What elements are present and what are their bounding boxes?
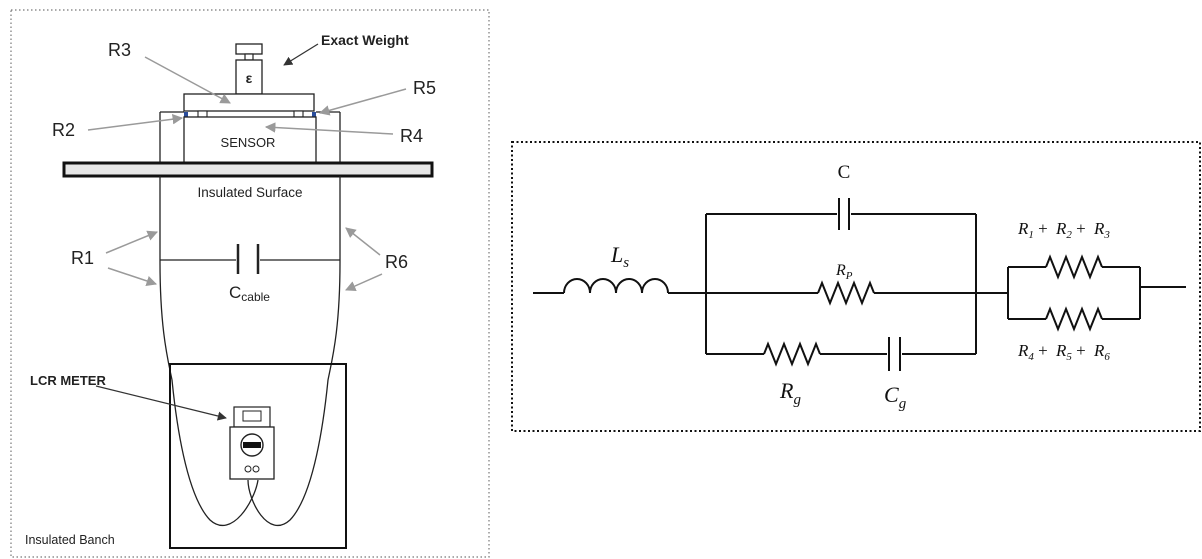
exact-weight-arrow xyxy=(283,43,319,66)
r6-arrow-lower xyxy=(345,273,383,291)
setup-panel-border xyxy=(10,9,490,558)
contact-r2 xyxy=(184,112,188,117)
sensor-label: SENSOR xyxy=(221,135,276,150)
r2-label: R2 xyxy=(52,120,75,140)
c-cable-label: Ccable xyxy=(229,283,270,304)
outer-frame xyxy=(159,111,341,163)
circuit-panel-border xyxy=(511,141,1201,432)
r123-label: R1 + R2 + R3 xyxy=(1017,219,1110,241)
resistor-rp xyxy=(706,280,976,306)
rp-label: RP xyxy=(835,262,853,282)
resistor-r123 xyxy=(1008,254,1140,280)
spacer-left xyxy=(197,110,208,118)
insulated-surface-label: Insulated Surface xyxy=(197,185,302,200)
rg-label: Rg xyxy=(779,378,801,408)
insulated-surface xyxy=(62,161,434,178)
inductor-ls xyxy=(563,278,669,294)
lcr-meter-device xyxy=(229,406,275,480)
r1-label: R1 xyxy=(71,248,94,268)
cable-capacitor xyxy=(160,244,340,274)
r4-label: R4 xyxy=(400,126,423,146)
contact-r5 xyxy=(312,112,316,117)
r3-arrow xyxy=(144,56,231,104)
sensor-block xyxy=(183,116,317,164)
r4-arrow xyxy=(264,122,394,135)
lcr-meter-label: LCR METER xyxy=(30,373,106,388)
insulated-bench-label: Insulated Banch xyxy=(25,533,115,547)
capacitor-c xyxy=(706,198,976,230)
setup-panel: ε Exact Weight SENSOR Insulated Surface … xyxy=(10,9,490,558)
weight-symbol: ε xyxy=(246,70,253,86)
r5-arrow xyxy=(318,88,407,116)
resistor-r456 xyxy=(1008,306,1140,332)
equivalent-circuit-panel: Ls C RP Rg Cg xyxy=(511,141,1201,432)
r3-label: R3 xyxy=(108,40,131,60)
cg-label: Cg xyxy=(884,382,907,412)
ls-label: Ls xyxy=(610,242,629,271)
lcr-meter-arrow xyxy=(95,385,227,421)
insulated-bench xyxy=(169,363,347,549)
r456-label: R4 + R5 + R6 xyxy=(1017,341,1110,363)
top-plate xyxy=(183,93,315,112)
spacer-right xyxy=(293,110,304,118)
r5-label: R5 xyxy=(413,78,436,98)
r2-arrow xyxy=(87,113,184,131)
r1-arrow-lower xyxy=(107,267,157,286)
resistor-rg xyxy=(706,341,887,367)
exact-weight-label: Exact Weight xyxy=(321,32,409,48)
exact-weight: ε xyxy=(235,43,263,95)
cable-left xyxy=(159,176,259,527)
cable-right xyxy=(247,176,341,527)
capacitor-cg xyxy=(888,337,976,371)
r6-arrow-upper xyxy=(345,227,381,256)
r1-arrow-upper xyxy=(105,230,158,254)
r6-label: R6 xyxy=(385,252,408,272)
c-label: C xyxy=(838,162,851,183)
